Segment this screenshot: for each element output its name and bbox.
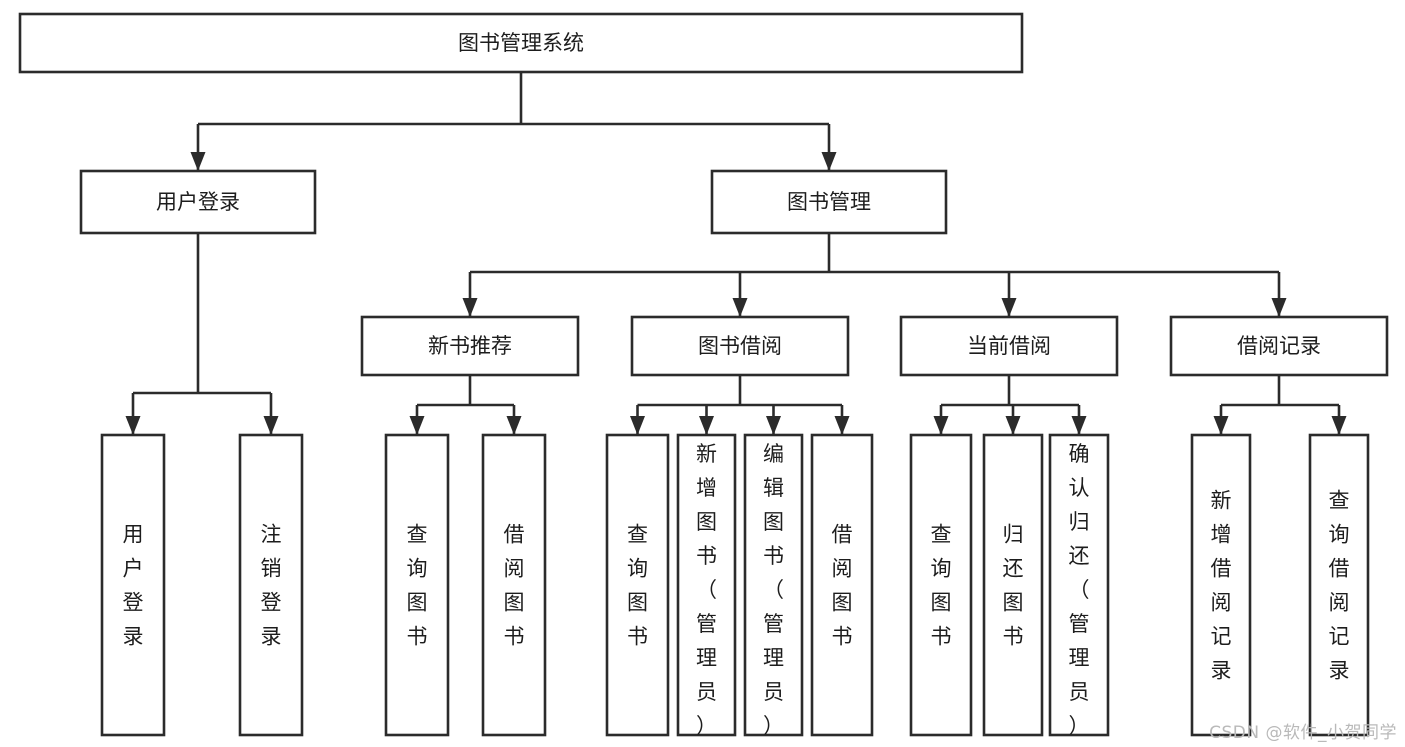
node-leaf-user-login[interactable]: 用户登录 [100,433,166,737]
node-new-book-recommend-box[interactable] [360,315,580,377]
connector-arrowhead [263,416,279,435]
node-borrow-record-label: 借阅记录 [1237,334,1321,358]
node-current-borrow[interactable]: 当前借阅 [899,315,1119,377]
node-leaf-borrow-book-2-box[interactable] [810,433,874,737]
node-root-system-label: 图书管理系统 [458,31,584,55]
node-leaf-edit-book-box[interactable] [743,433,804,737]
node-layer: 图书管理系统用户登录图书管理新书推荐图书借阅当前借阅借阅记录用户登录注销登录查询… [18,12,1389,738]
node-borrow-record[interactable]: 借阅记录 [1169,315,1389,377]
connector-arrowhead [834,416,850,435]
connector-layer [125,72,1347,435]
node-leaf-edit-book[interactable]: 编辑图书（管理员） [743,433,804,738]
node-leaf-query-record-label: 查询借阅记录 [1329,488,1350,682]
node-root-system[interactable]: 图书管理系统 [18,12,1024,74]
node-leaf-borrow-book-1-label: 借阅图书 [504,522,525,648]
node-leaf-logout-login-box[interactable] [238,433,304,737]
node-leaf-add-book-label: 新增图书（管理员） [696,442,717,738]
node-borrow-record-box[interactable] [1169,315,1389,377]
node-current-borrow-box[interactable] [899,315,1119,377]
node-user-login[interactable]: 用户登录 [79,169,317,235]
node-leaf-borrow-book-1[interactable]: 借阅图书 [481,433,547,737]
node-leaf-query-book-1[interactable]: 查询图书 [384,433,450,737]
node-leaf-confirm-return-box[interactable] [1048,433,1110,737]
node-leaf-add-record-label: 新增借阅记录 [1211,488,1232,682]
connector-arrowhead [506,416,522,435]
node-leaf-borrow-book-2[interactable]: 借阅图书 [810,433,874,737]
node-leaf-add-book[interactable]: 新增图书（管理员） [676,433,737,738]
connector-arrowhead [1331,416,1347,435]
node-user-login-box[interactable] [79,169,317,235]
node-leaf-user-login-label: 用户登录 [123,522,144,648]
connector-arrowhead [933,416,949,435]
connector-arrowhead [699,416,714,435]
node-leaf-edit-book-label: 编辑图书（管理员） [763,442,784,738]
node-leaf-query-book-3[interactable]: 查询图书 [909,433,973,737]
connector-arrowhead [821,152,837,171]
csdn-watermark: CSDN @软件_小贺同学 [1209,723,1397,743]
node-leaf-add-record[interactable]: 新增借阅记录 [1190,433,1252,737]
node-leaf-return-book-label: 归还图书 [1003,522,1024,648]
node-leaf-return-book-box[interactable] [982,433,1044,737]
node-user-login-label: 用户登录 [156,190,240,214]
node-leaf-logout-login[interactable]: 注销登录 [238,433,304,737]
node-leaf-add-record-box[interactable] [1190,433,1252,737]
node-new-book-recommend-label: 新书推荐 [428,334,512,358]
node-book-borrow-box[interactable] [630,315,850,377]
node-book-management[interactable]: 图书管理 [710,169,948,235]
node-leaf-confirm-return-label: 确认归还（管理员） [1069,442,1090,738]
node-leaf-query-book-1-box[interactable] [384,433,450,737]
node-leaf-confirm-return[interactable]: 确认归还（管理员） [1048,433,1110,738]
node-leaf-query-book-3-box[interactable] [909,433,973,737]
connector-arrowhead [1005,416,1021,435]
connector-arrowhead [125,416,141,435]
node-root-system-box[interactable] [18,12,1024,74]
node-book-borrow[interactable]: 图书借阅 [630,315,850,377]
node-book-borrow-label: 图书借阅 [698,334,782,358]
connector-arrowhead [462,298,478,317]
connector-arrowhead [766,416,781,435]
connector-arrowhead [732,298,748,317]
connector-arrowhead [630,416,645,435]
node-leaf-user-login-box[interactable] [100,433,166,737]
node-leaf-query-book-2[interactable]: 查询图书 [605,433,670,737]
node-leaf-query-book-2-label: 查询图书 [627,522,648,648]
node-leaf-return-book[interactable]: 归还图书 [982,433,1044,737]
node-leaf-borrow-book-2-label: 借阅图书 [832,522,853,648]
node-leaf-add-book-box[interactable] [676,433,737,737]
node-current-borrow-label: 当前借阅 [967,334,1051,358]
connector-arrowhead [190,152,206,171]
connector-arrowhead [1071,416,1087,435]
node-book-management-box[interactable] [710,169,948,235]
connector-arrowhead [1001,298,1017,317]
node-leaf-query-record[interactable]: 查询借阅记录 [1308,433,1370,737]
node-new-book-recommend[interactable]: 新书推荐 [360,315,580,377]
node-leaf-query-book-3-label: 查询图书 [931,522,952,648]
node-leaf-query-book-2-box[interactable] [605,433,670,737]
connector-arrowhead [1213,416,1229,435]
node-leaf-logout-login-label: 注销登录 [261,522,282,648]
connector-arrowhead [1271,298,1287,317]
node-leaf-query-record-box[interactable] [1308,433,1370,737]
node-book-management-label: 图书管理 [787,190,871,214]
node-leaf-query-book-1-label: 查询图书 [407,522,428,648]
connector-arrowhead [409,416,425,435]
node-leaf-borrow-book-1-box[interactable] [481,433,547,737]
